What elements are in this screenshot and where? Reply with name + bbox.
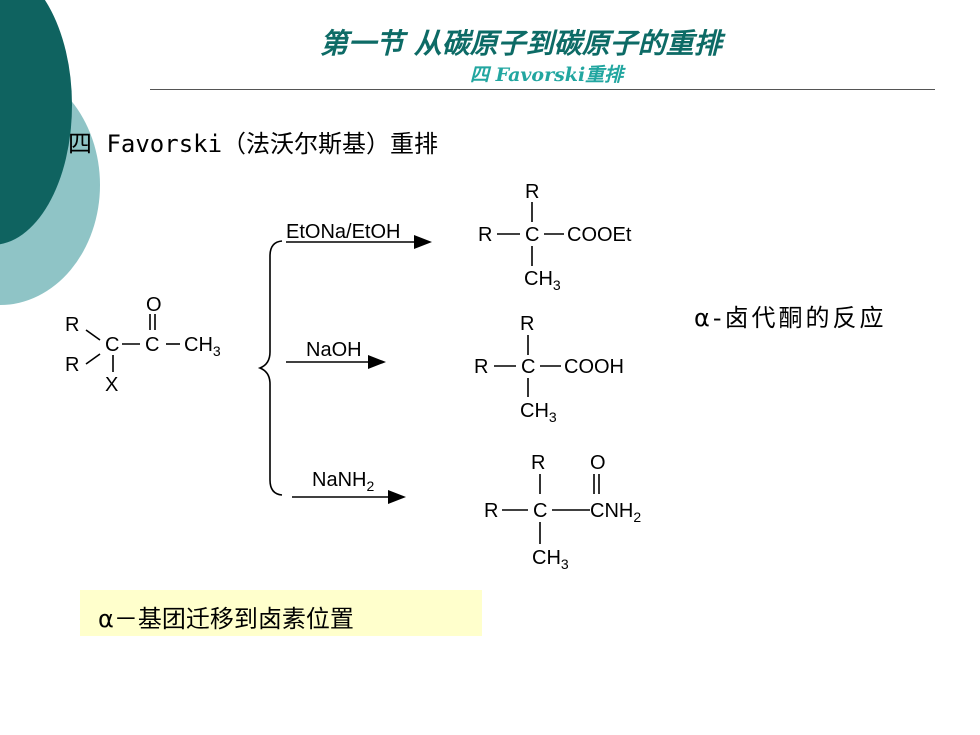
product-2-r-left: R bbox=[474, 356, 488, 378]
product-1-group: COOEt bbox=[567, 224, 632, 246]
product-3-group: CNH2 bbox=[590, 500, 641, 525]
dark-teal-circle bbox=[0, 0, 72, 245]
side-note: α-卤代酮的反应 bbox=[694, 304, 887, 332]
header-divider bbox=[150, 89, 935, 90]
slide-subtitle: 四 Favorski重排 bbox=[470, 64, 624, 86]
corner-decoration bbox=[0, 0, 100, 305]
reactant-r1-label: R bbox=[65, 314, 79, 336]
reactant-r2-bond bbox=[85, 353, 101, 365]
product-3-c: C bbox=[533, 500, 547, 522]
reactant-x-label: X bbox=[105, 374, 118, 396]
reactant-r1-bond bbox=[85, 329, 101, 341]
reactant-r2-label: R bbox=[65, 354, 79, 376]
product-3-r-top: R bbox=[531, 452, 545, 474]
product-3-o: O bbox=[590, 452, 606, 474]
product-2-ch3: CH3 bbox=[520, 400, 557, 425]
product-1-r-top: R bbox=[525, 181, 539, 203]
product-2-c: C bbox=[521, 356, 535, 378]
reactant-c2-label: C bbox=[145, 334, 159, 356]
reagent-2-label: NaOH bbox=[306, 339, 362, 361]
arrow-2-head bbox=[368, 355, 386, 369]
product-3-r-left: R bbox=[484, 500, 498, 522]
reactant-ch3-label: CH3 bbox=[184, 334, 221, 359]
arrow-3-head bbox=[388, 490, 406, 504]
highlight-text: α－基团迁移到卤素位置 bbox=[98, 605, 354, 633]
reactant-c1-label: C bbox=[105, 334, 119, 356]
product-1-ch3: CH3 bbox=[524, 268, 561, 293]
section-heading: 四 Favorski（法沃尔斯基）重排 bbox=[68, 130, 439, 158]
arrow-1-head bbox=[414, 235, 432, 249]
highlight-box: α－基团迁移到卤素位置 bbox=[80, 590, 482, 636]
reactant-o-label: O bbox=[146, 294, 162, 316]
product-3-ch3: CH3 bbox=[532, 547, 569, 572]
reagent-3-label: NaNH2 bbox=[312, 469, 374, 494]
product-2-r-top: R bbox=[520, 313, 534, 335]
product-2-group: COOH bbox=[564, 356, 624, 378]
reaction-brace bbox=[257, 240, 283, 496]
product-1-c: C bbox=[525, 224, 539, 246]
slide-title: 第一节 从碳原子到碳原子的重排 bbox=[320, 27, 722, 60]
reagent-1-label: EtONa/EtOH bbox=[286, 221, 400, 243]
product-1-r-left: R bbox=[478, 224, 492, 246]
